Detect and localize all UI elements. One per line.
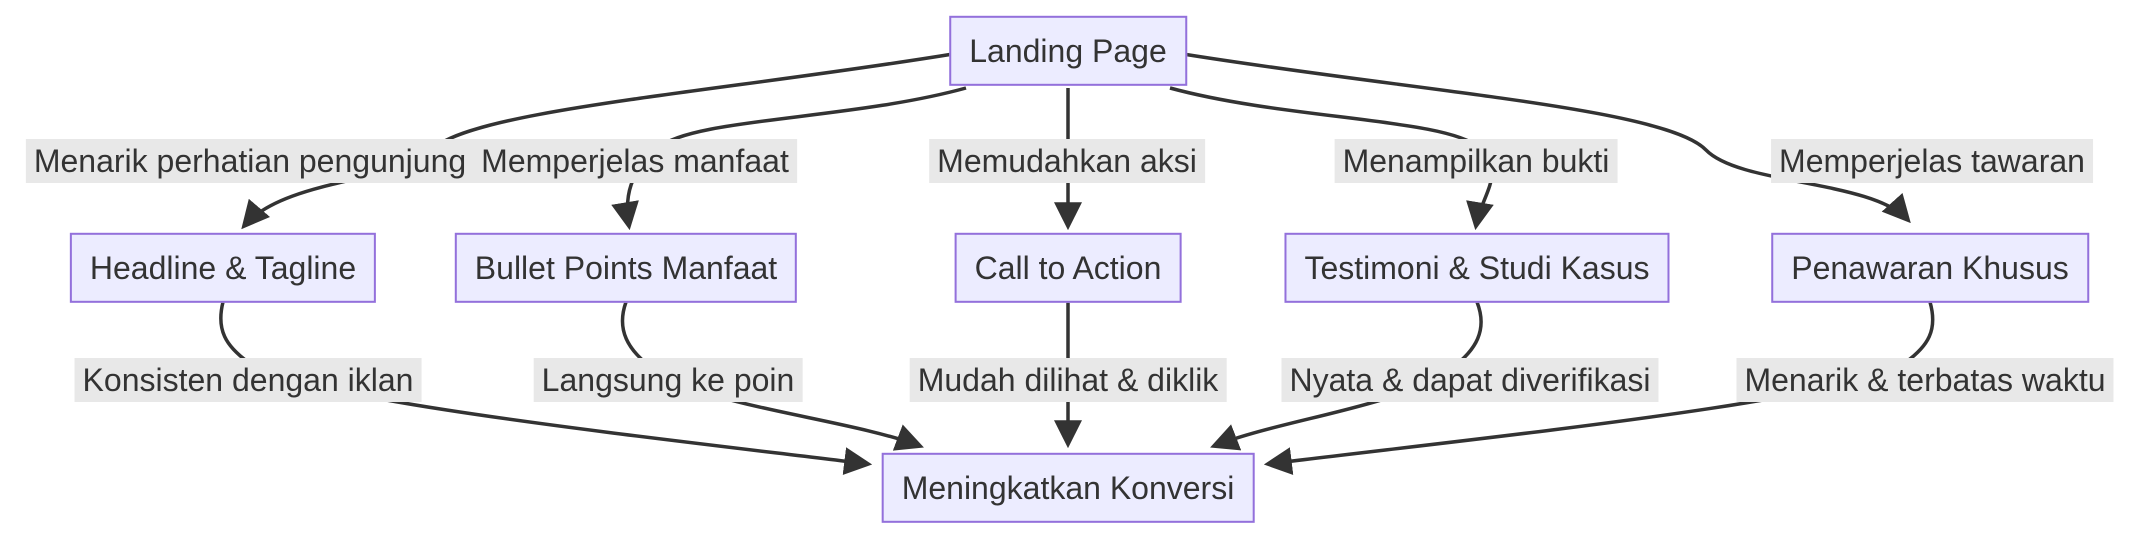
node-meningkatkan-konversi: Meningkatkan Konversi — [881, 452, 1255, 524]
edge-label-langsung-ke-poin: Langsung ke poin — [533, 358, 803, 402]
edge-landing-to-penawaran — [1182, 52, 1911, 224]
edge-label-konsisten-dengan-iklan: Konsisten dengan iklan — [74, 358, 422, 402]
node-bullet-points-manfaat: Bullet Points Manfaat — [454, 232, 798, 304]
edge-label-memperjelas-tawaran: Memperjelas tawaran — [1771, 139, 2093, 183]
edge-landing-to-headline — [241, 52, 954, 230]
edge-landing-to-bullet-points — [611, 86, 967, 231]
edge-label-menampilkan-bukti: Menampilkan bukti — [1334, 139, 1618, 183]
node-landing-page: Landing Page — [949, 15, 1187, 87]
edge-label-memperjelas-manfaat: Memperjelas manfaat — [473, 139, 797, 183]
node-headline-tagline: Headline & Tagline — [69, 232, 377, 304]
edge-label-mudah-dilihat-diklik: Mudah dilihat & diklik — [909, 358, 1227, 402]
edge-label-menarik-terbatas-waktu: Menarik & terbatas waktu — [1736, 358, 2114, 402]
node-call-to-action: Call to Action — [954, 232, 1182, 304]
node-testimoni-studi-kasus: Testimoni & Studi Kasus — [1284, 232, 1670, 304]
edge-label-memudahkan-aksi: Memudahkan aksi — [929, 139, 1205, 183]
edge-landing-to-testimoni — [1169, 86, 1494, 231]
edge-label-nyata-dapat-diverifikasi: Nyata & dapat diverifikasi — [1281, 358, 1659, 402]
node-penawaran-khusus: Penawaran Khusus — [1771, 232, 2089, 304]
edge-label-menarik-perhatian-pengunjung: Menarik perhatian pengunjung — [25, 139, 475, 183]
